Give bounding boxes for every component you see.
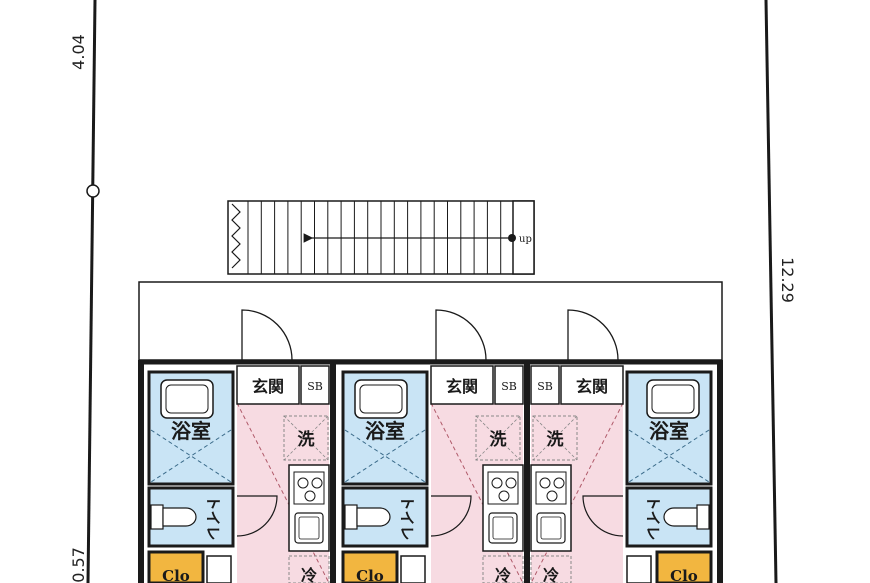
stair-up-label: up bbox=[519, 234, 532, 245]
fridge-label: 冷 bbox=[301, 566, 317, 583]
stove-icon bbox=[487, 471, 519, 505]
toilet-label: トイレ bbox=[204, 495, 222, 540]
toilet-door-swing bbox=[582, 495, 624, 537]
unit-2: 浴室 トイレ Clo 玄関 SB 洗 冷 bbox=[341, 309, 524, 583]
bathroom-label: 浴室 bbox=[649, 419, 689, 443]
bathtub-icon bbox=[160, 379, 214, 419]
entrance-door-swing bbox=[241, 309, 293, 361]
corridor bbox=[138, 281, 723, 361]
sink-icon bbox=[536, 512, 566, 544]
closet-label: Clo bbox=[670, 567, 698, 583]
shoe-box bbox=[530, 365, 560, 405]
entrance-label: 玄関 bbox=[446, 377, 478, 396]
entrance-label: 玄関 bbox=[252, 377, 284, 396]
bathtub-icon bbox=[354, 379, 408, 419]
entrance-door-swing bbox=[567, 309, 619, 361]
shoe-box-label: SB bbox=[501, 380, 517, 393]
toilet-label: トイレ bbox=[398, 495, 416, 540]
bathtub-icon bbox=[646, 379, 700, 419]
shoe-box bbox=[300, 365, 330, 405]
stair-break-line bbox=[231, 203, 241, 269]
storage-box bbox=[400, 555, 426, 583]
dimension-left-top: 4.04 bbox=[69, 34, 88, 70]
washer-label: 洗 bbox=[298, 429, 315, 450]
fridge-space bbox=[530, 555, 572, 583]
fridge-space bbox=[288, 555, 330, 583]
building-walls bbox=[138, 359, 723, 583]
bathroom-label: 浴室 bbox=[171, 419, 211, 443]
toilet-tank-icon bbox=[344, 504, 358, 530]
stove-icon bbox=[293, 471, 325, 505]
fridge-space bbox=[482, 555, 524, 583]
washer-space bbox=[283, 415, 329, 461]
fridge-label: 冷 bbox=[543, 566, 559, 583]
washer-label: 洗 bbox=[490, 429, 507, 450]
closet bbox=[655, 550, 713, 583]
shoe-box bbox=[494, 365, 524, 405]
closet-label: Clo bbox=[356, 567, 384, 583]
closet-label: Clo bbox=[162, 567, 190, 583]
entrance-door-swing bbox=[435, 309, 487, 361]
entrance bbox=[430, 365, 494, 405]
dimension-right: 12.29 bbox=[778, 257, 797, 303]
site-boundary bbox=[86, 0, 778, 583]
unit-3: 浴室 トイレ Clo 玄関 SB 洗 冷 bbox=[530, 309, 713, 583]
boundary-marker bbox=[86, 184, 100, 198]
sink-icon bbox=[488, 512, 518, 544]
entrance bbox=[560, 365, 624, 405]
stair-start-dot bbox=[508, 234, 516, 242]
fridge-label: 冷 bbox=[495, 566, 511, 583]
washer-label: 洗 bbox=[547, 429, 564, 450]
stove-icon bbox=[535, 471, 567, 505]
closet bbox=[147, 550, 205, 583]
sink-icon bbox=[294, 512, 324, 544]
toilet-bowl-icon bbox=[356, 507, 391, 527]
shoe-box-label: SB bbox=[537, 380, 553, 393]
washer-space bbox=[532, 415, 578, 461]
entrance bbox=[236, 365, 300, 405]
closet bbox=[341, 550, 399, 583]
staircase: up bbox=[227, 200, 535, 275]
toilet-tank-icon bbox=[696, 504, 710, 530]
toilet-bowl-icon bbox=[162, 507, 197, 527]
storage-box bbox=[626, 555, 652, 583]
unit-1: 浴室 トイレ Clo 玄関 SB 洗 冷 bbox=[147, 309, 330, 583]
toilet-label: トイレ bbox=[644, 495, 662, 540]
toilet-tank-icon bbox=[150, 504, 164, 530]
entrance-label: 玄関 bbox=[576, 377, 608, 396]
shoe-box-label: SB bbox=[307, 380, 323, 393]
bathroom-label: 浴室 bbox=[365, 419, 405, 443]
storage-box bbox=[206, 555, 232, 583]
toilet-bowl-icon bbox=[663, 507, 698, 527]
toilet-door-swing bbox=[430, 495, 472, 537]
washer-space bbox=[475, 415, 521, 461]
toilet-door-swing bbox=[236, 495, 278, 537]
dimension-left-bottom: 10.57 bbox=[69, 547, 88, 583]
